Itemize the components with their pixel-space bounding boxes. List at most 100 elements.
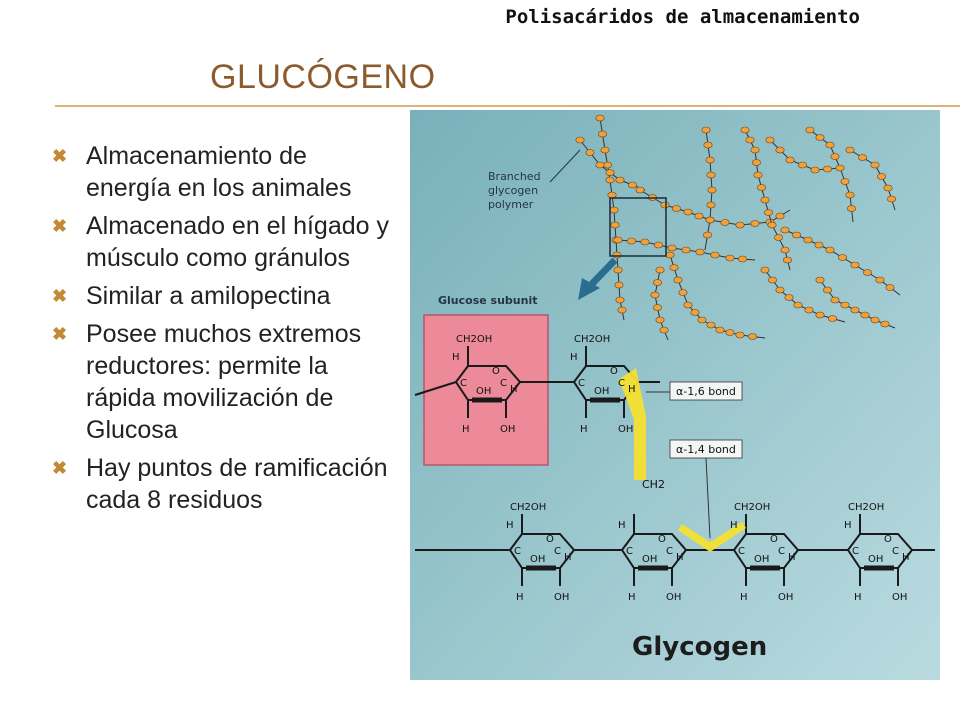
bullet-x-icon: ✖ bbox=[52, 324, 68, 344]
glucose-bead bbox=[837, 254, 847, 261]
atom-label: H bbox=[510, 384, 518, 395]
glucose-bead bbox=[753, 171, 763, 179]
glucose-bead bbox=[830, 153, 840, 160]
glucose-bead bbox=[886, 195, 896, 203]
bullet-text: Almacenado en el hígado y músculo como g… bbox=[86, 212, 389, 272]
glucose-bead bbox=[793, 301, 803, 309]
atom-label: OH bbox=[554, 592, 569, 603]
glucose-bead bbox=[784, 294, 794, 301]
glucose-bead bbox=[846, 205, 856, 212]
atom-label: C bbox=[666, 546, 673, 557]
glucose-bead bbox=[683, 208, 693, 216]
glucose-bead bbox=[707, 186, 717, 194]
atom-label: H bbox=[580, 424, 588, 435]
atom-label: C bbox=[626, 546, 633, 557]
atom-label: H bbox=[902, 552, 910, 563]
atom-label: O bbox=[546, 534, 554, 545]
glucose-bead bbox=[720, 219, 730, 226]
glucose-bead bbox=[830, 296, 840, 304]
glucose-bead bbox=[715, 326, 725, 334]
atom-label: C bbox=[578, 378, 585, 389]
glucose-bead bbox=[810, 166, 820, 174]
glucose-bead bbox=[667, 244, 677, 252]
glucose-bead bbox=[814, 241, 824, 249]
bullet-text: Almacenamiento de energía en los animale… bbox=[86, 142, 352, 202]
glucose-bead bbox=[694, 212, 704, 220]
glucose-bead bbox=[617, 306, 627, 314]
atom-label: CH2OH bbox=[848, 502, 884, 513]
glucose-bead bbox=[575, 136, 585, 144]
atom-label: H bbox=[618, 520, 626, 531]
bullet-text: Hay puntos de ramificación cada 8 residu… bbox=[86, 454, 388, 514]
atom-label: O bbox=[492, 366, 500, 377]
glucose-bead bbox=[610, 221, 620, 229]
bullet-item: ✖ Hay puntos de ramificación cada 8 resid… bbox=[50, 452, 395, 516]
glucose-bead bbox=[640, 238, 650, 246]
atom-label: OH bbox=[530, 554, 545, 565]
glucose-bead bbox=[598, 130, 608, 138]
atom-label: H bbox=[570, 352, 578, 363]
glucose-bead bbox=[780, 226, 790, 234]
atom-label: CH2OH bbox=[574, 334, 610, 345]
glucose-bead bbox=[650, 291, 660, 299]
bullet-item: ✖ Almacenado en el hígado y músculo como … bbox=[50, 210, 395, 274]
glucose-bead bbox=[880, 320, 890, 328]
glucose-bead bbox=[690, 309, 700, 316]
slide-title: GLUCÓGENO bbox=[210, 58, 436, 96]
glucose-bead bbox=[803, 236, 813, 244]
atom-label: C bbox=[514, 546, 521, 557]
glucose-bead bbox=[669, 264, 679, 271]
glucose-bead bbox=[850, 261, 860, 269]
glucose-bead bbox=[737, 255, 747, 263]
glucose-bead bbox=[850, 306, 860, 314]
bullet-text: Similar a amilopectina bbox=[86, 282, 331, 310]
zoom-box bbox=[609, 197, 667, 257]
atom-label: H bbox=[844, 520, 852, 531]
glucose-bead bbox=[756, 184, 766, 191]
glucose-bead bbox=[822, 286, 832, 294]
glucose-bead bbox=[702, 231, 712, 239]
glucose-bead bbox=[703, 141, 713, 149]
atom-label: O bbox=[658, 534, 666, 545]
glucose-bead bbox=[815, 276, 825, 284]
glucose-bead bbox=[827, 315, 837, 322]
glucose-bead bbox=[845, 146, 855, 154]
glucose-bead bbox=[782, 256, 792, 264]
polymer-chains bbox=[575, 114, 901, 341]
atom-label: H bbox=[628, 384, 636, 395]
atom-label: C bbox=[554, 546, 561, 557]
bullet-item: ✖ Posee muchos extremos reductores: permi… bbox=[50, 318, 395, 446]
glucose-bead bbox=[605, 169, 615, 176]
atom-label: C bbox=[618, 378, 625, 389]
atom-label: H bbox=[516, 592, 524, 603]
glucose-bead bbox=[701, 126, 711, 134]
glucose-bead bbox=[613, 236, 623, 244]
glucose-bead bbox=[653, 279, 663, 286]
bullet-x-icon: ✖ bbox=[52, 146, 68, 166]
bullet-text: Posee muchos extremos reductores: permit… bbox=[86, 320, 362, 444]
atom-label: CH2 bbox=[642, 478, 665, 491]
glucose-bead bbox=[695, 248, 705, 256]
slide-subtitle: Polisacáridos de almacenamiento bbox=[505, 6, 860, 28]
atom-label: H bbox=[676, 552, 684, 563]
glucose-bead bbox=[857, 154, 867, 161]
atom-label: H bbox=[854, 592, 862, 603]
glucose-bead bbox=[706, 201, 716, 209]
bullet-x-icon: ✖ bbox=[52, 458, 68, 478]
atom-label: C bbox=[852, 546, 859, 557]
glucose-bead bbox=[740, 126, 750, 134]
glucose-bead bbox=[773, 234, 783, 241]
glucose-bead bbox=[870, 316, 880, 324]
glucose-bead bbox=[725, 329, 735, 336]
glucose-bead bbox=[660, 201, 670, 209]
glucose-subunit-box bbox=[423, 314, 549, 466]
glucose-bead bbox=[885, 284, 895, 291]
glucose-bead bbox=[883, 184, 893, 192]
title-rule bbox=[55, 105, 960, 107]
alpha16-bond-label: α-1,6 bond bbox=[676, 385, 736, 398]
atom-label: H bbox=[462, 424, 470, 435]
glucose-bead bbox=[780, 246, 790, 254]
glucose-bead bbox=[655, 266, 665, 274]
bullet-x-icon: ✖ bbox=[52, 216, 68, 236]
